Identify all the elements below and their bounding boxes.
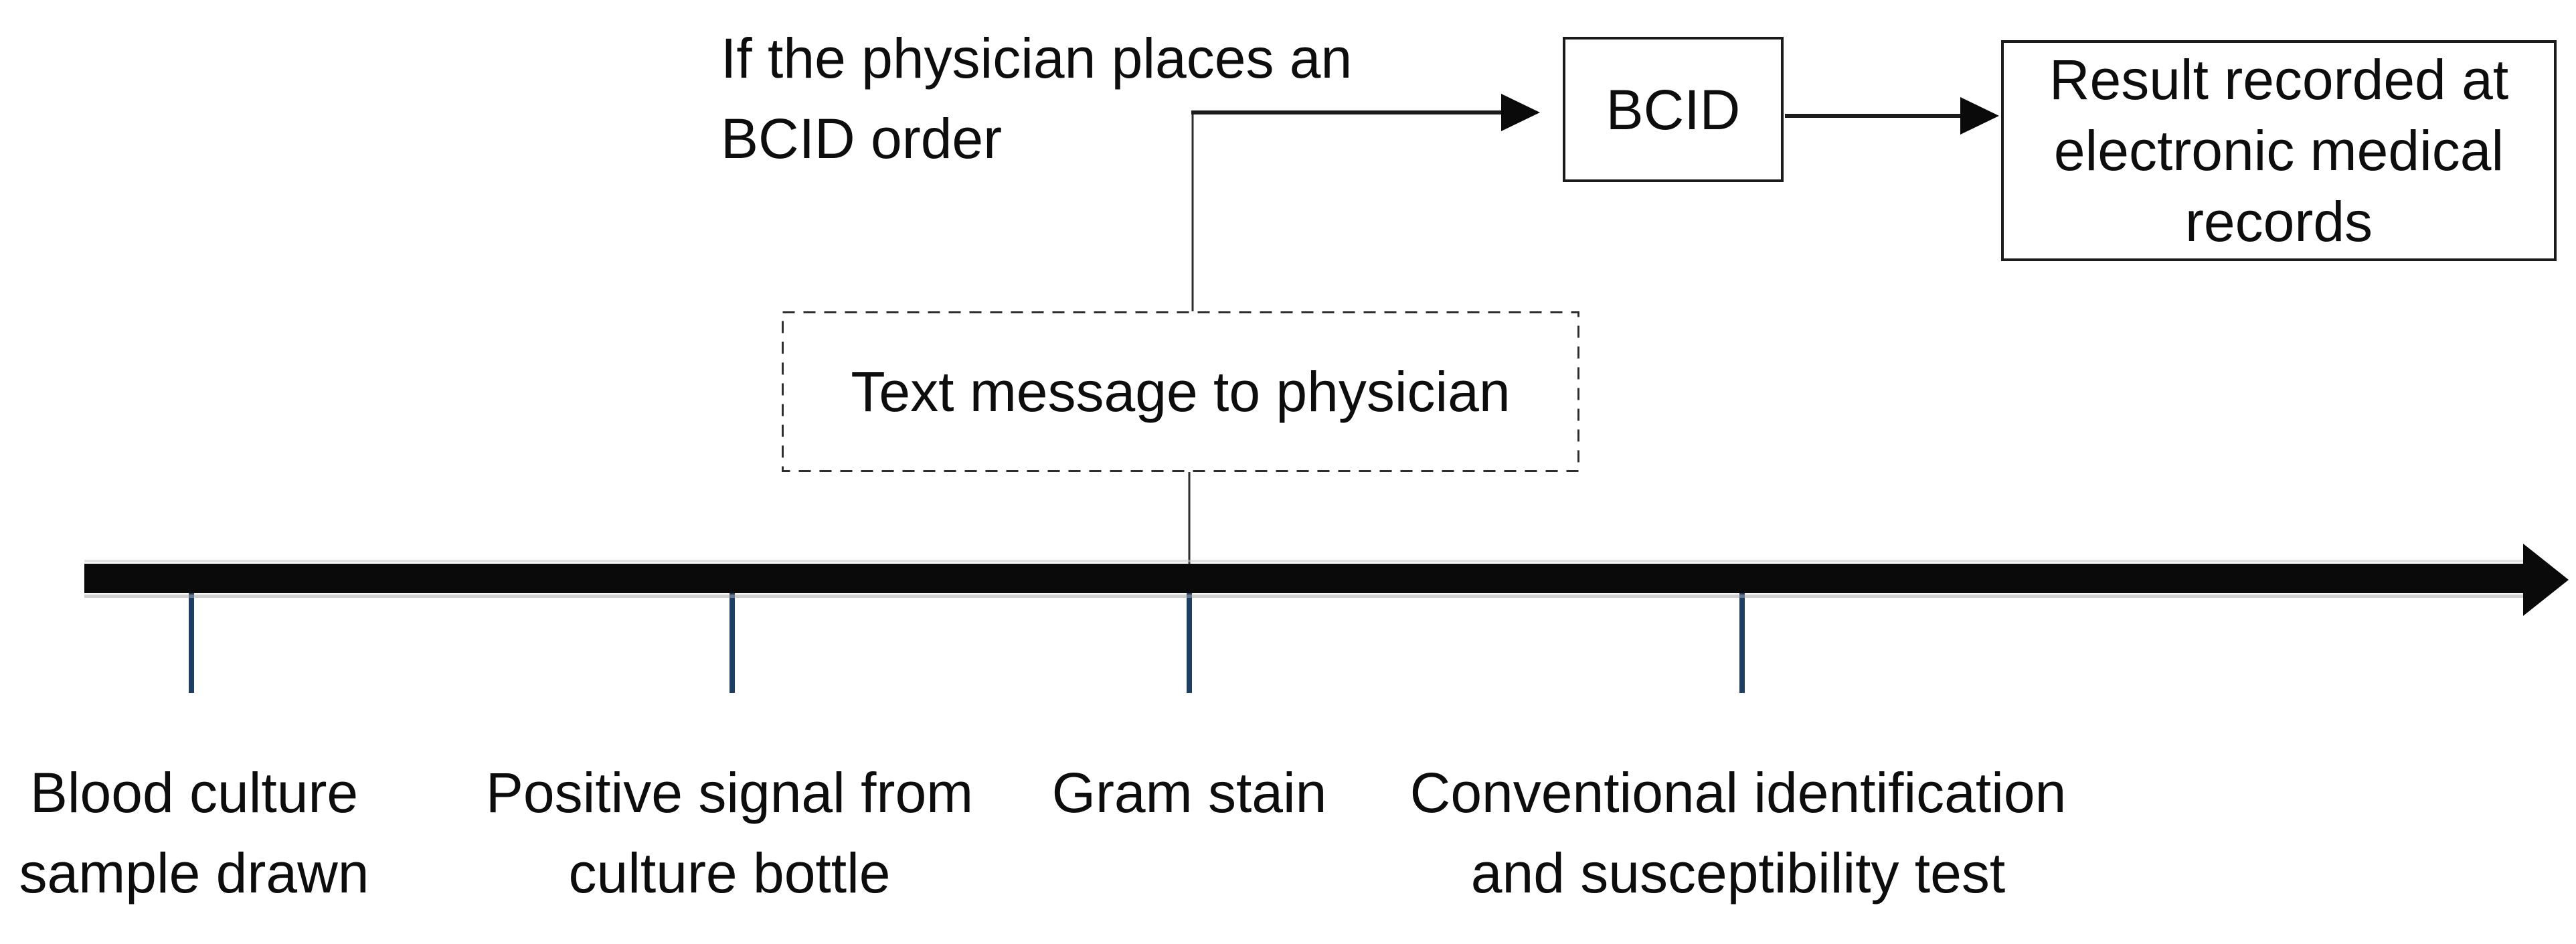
message-box-label: Text message to physician bbox=[851, 360, 1511, 423]
event-label-line1: Conventional identification bbox=[1409, 761, 2067, 824]
event-label-conventional-id: Conventional identification and suscepti… bbox=[1410, 753, 2067, 913]
result-arrowhead-icon bbox=[1960, 97, 1999, 135]
condition-annotation-line2: BCID order bbox=[721, 107, 1003, 170]
timeline-arrowhead-icon bbox=[2523, 544, 2569, 616]
event-label-line2: culture bottle bbox=[568, 842, 891, 904]
event-label-blood-culture: Blood culture sample drawn bbox=[19, 753, 369, 913]
message-box: Text message to physician bbox=[782, 311, 1579, 472]
timeline-bar-top-shadow bbox=[84, 560, 2524, 562]
event-label-line1: Blood culture bbox=[29, 761, 359, 824]
event-label-line2: and susceptibility test bbox=[1470, 842, 2006, 904]
result-box-line3: records bbox=[2184, 190, 2373, 253]
timeline-bar bbox=[84, 564, 2524, 593]
event-label-positive-signal: Positive signal from culture bottle bbox=[486, 753, 973, 913]
condition-annotation: If the physician places an BCID order bbox=[721, 18, 1352, 179]
result-box-line1: Result recorded at bbox=[2049, 48, 2509, 111]
result-box: Result recorded at electronic medical re… bbox=[2001, 40, 2557, 261]
message-box-border bbox=[782, 311, 1579, 472]
event-label-gram-stain: Gram stain bbox=[1052, 753, 1327, 833]
bcid-box-label: BCID bbox=[1606, 78, 1741, 141]
result-box-line2: electronic medical bbox=[2053, 119, 2504, 182]
bcid-box: BCID bbox=[1563, 37, 1784, 182]
event-label-line2: sample drawn bbox=[19, 842, 369, 904]
event-label-line1: Positive signal from bbox=[485, 761, 974, 824]
bcid-arrowhead-icon bbox=[1501, 94, 1540, 131]
timeline-bar-bottom-shadow bbox=[84, 595, 2524, 598]
condition-annotation-line1: If the physician places an bbox=[721, 27, 1353, 90]
event-label-line1: Gram stain bbox=[1051, 761, 1327, 824]
